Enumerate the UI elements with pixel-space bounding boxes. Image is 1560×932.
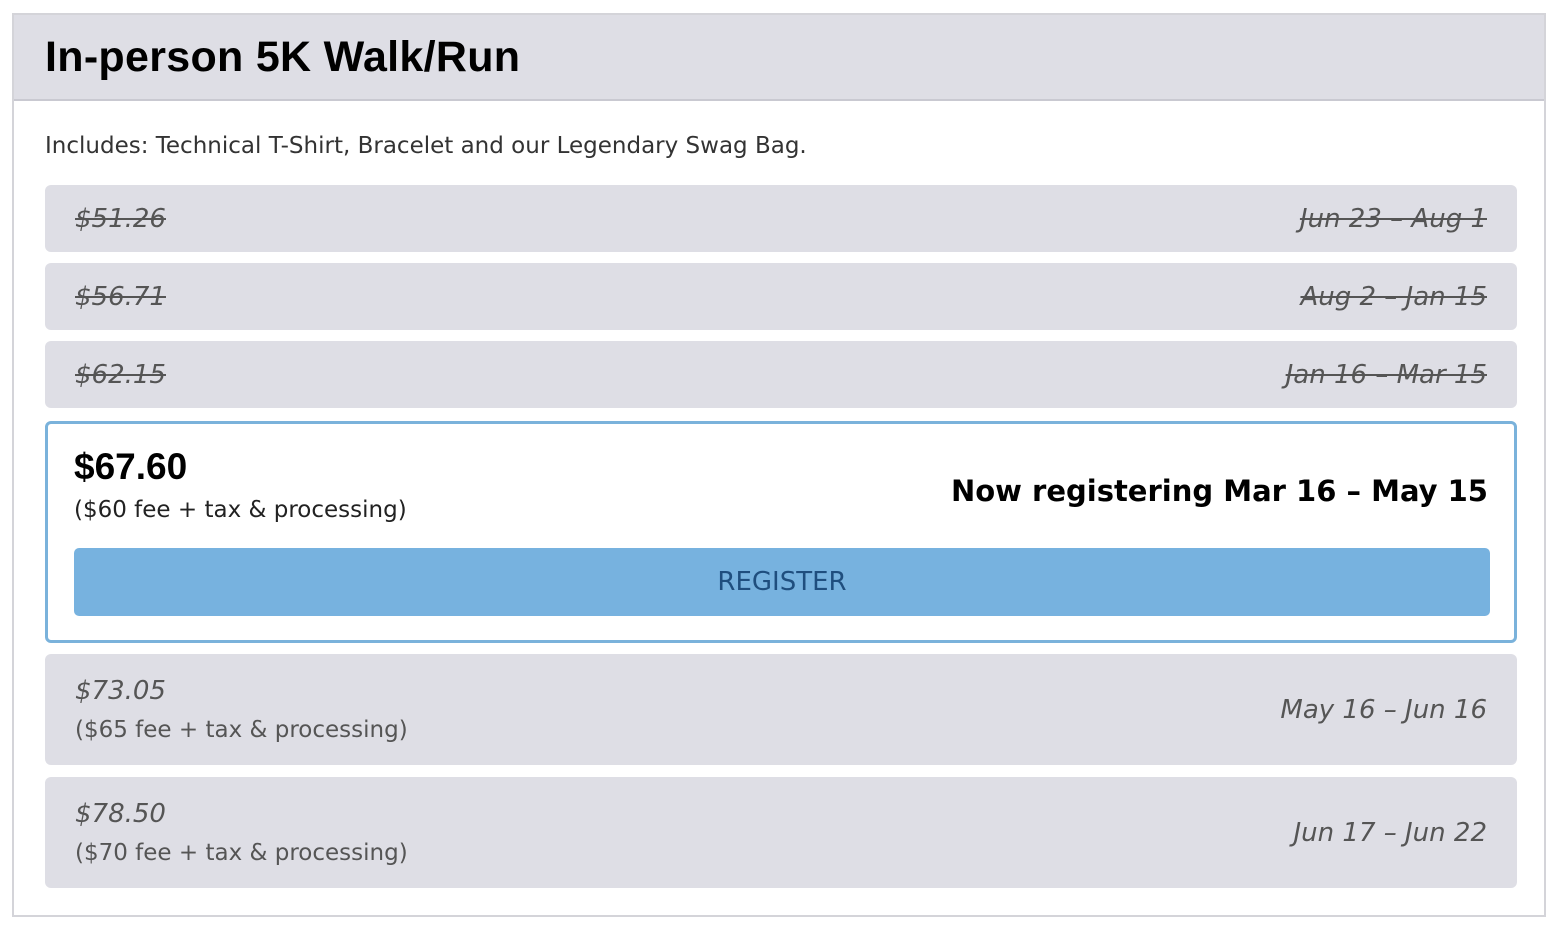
tier-dates: Aug 2 – Jan 15 [1300,281,1487,312]
card-header: In-person 5K Walk/Run [14,15,1544,101]
registration-status: Now registering Mar 16 – May 15 [950,474,1488,508]
tier-price-block: $73.05 ($65 fee + tax & processing) [75,673,408,747]
tier-expired: $62.15 Jan 16 – Mar 15 [45,341,1517,408]
tier-dates: Jun 23 – Aug 1 [1299,203,1487,234]
tier-price: $51.26 [75,203,166,234]
tier-dates: Jan 16 – Mar 15 [1285,359,1487,390]
tier-price: $56.71 [75,281,166,312]
tier-upcoming: $78.50 ($70 fee + tax & processing) Jun … [45,777,1517,888]
tier-expired: $56.71 Aug 2 – Jan 15 [45,263,1517,330]
tier-price: $62.15 [75,359,166,390]
current-fee-note: ($60 fee + tax & processing) [74,497,407,523]
tier-price-block: $78.50 ($70 fee + tax & processing) [75,796,408,870]
tier-price: $78.50 [75,798,166,829]
includes-text: Includes: Technical T-Shirt, Bracelet an… [45,133,807,159]
tier-fee-note: ($70 fee + tax & processing) [75,839,408,866]
tier-current: $67.60 ($60 fee + tax & processing) Now … [45,421,1517,643]
current-price: $67.60 [74,446,188,487]
register-button[interactable]: REGISTER [74,548,1490,616]
event-title: In-person 5K Walk/Run [45,32,521,81]
pricing-card: In-person 5K Walk/Run Includes: Technica… [12,13,1546,917]
tier-fee-note: ($65 fee + tax & processing) [75,716,408,743]
tier-dates: Jun 17 – Jun 22 [1293,817,1487,848]
tier-expired: $51.26 Jun 23 – Aug 1 [45,185,1517,252]
tier-upcoming: $73.05 ($65 fee + tax & processing) May … [45,654,1517,765]
tier-price: $73.05 [75,675,166,706]
tier-dates: May 16 – Jun 16 [1280,694,1487,725]
